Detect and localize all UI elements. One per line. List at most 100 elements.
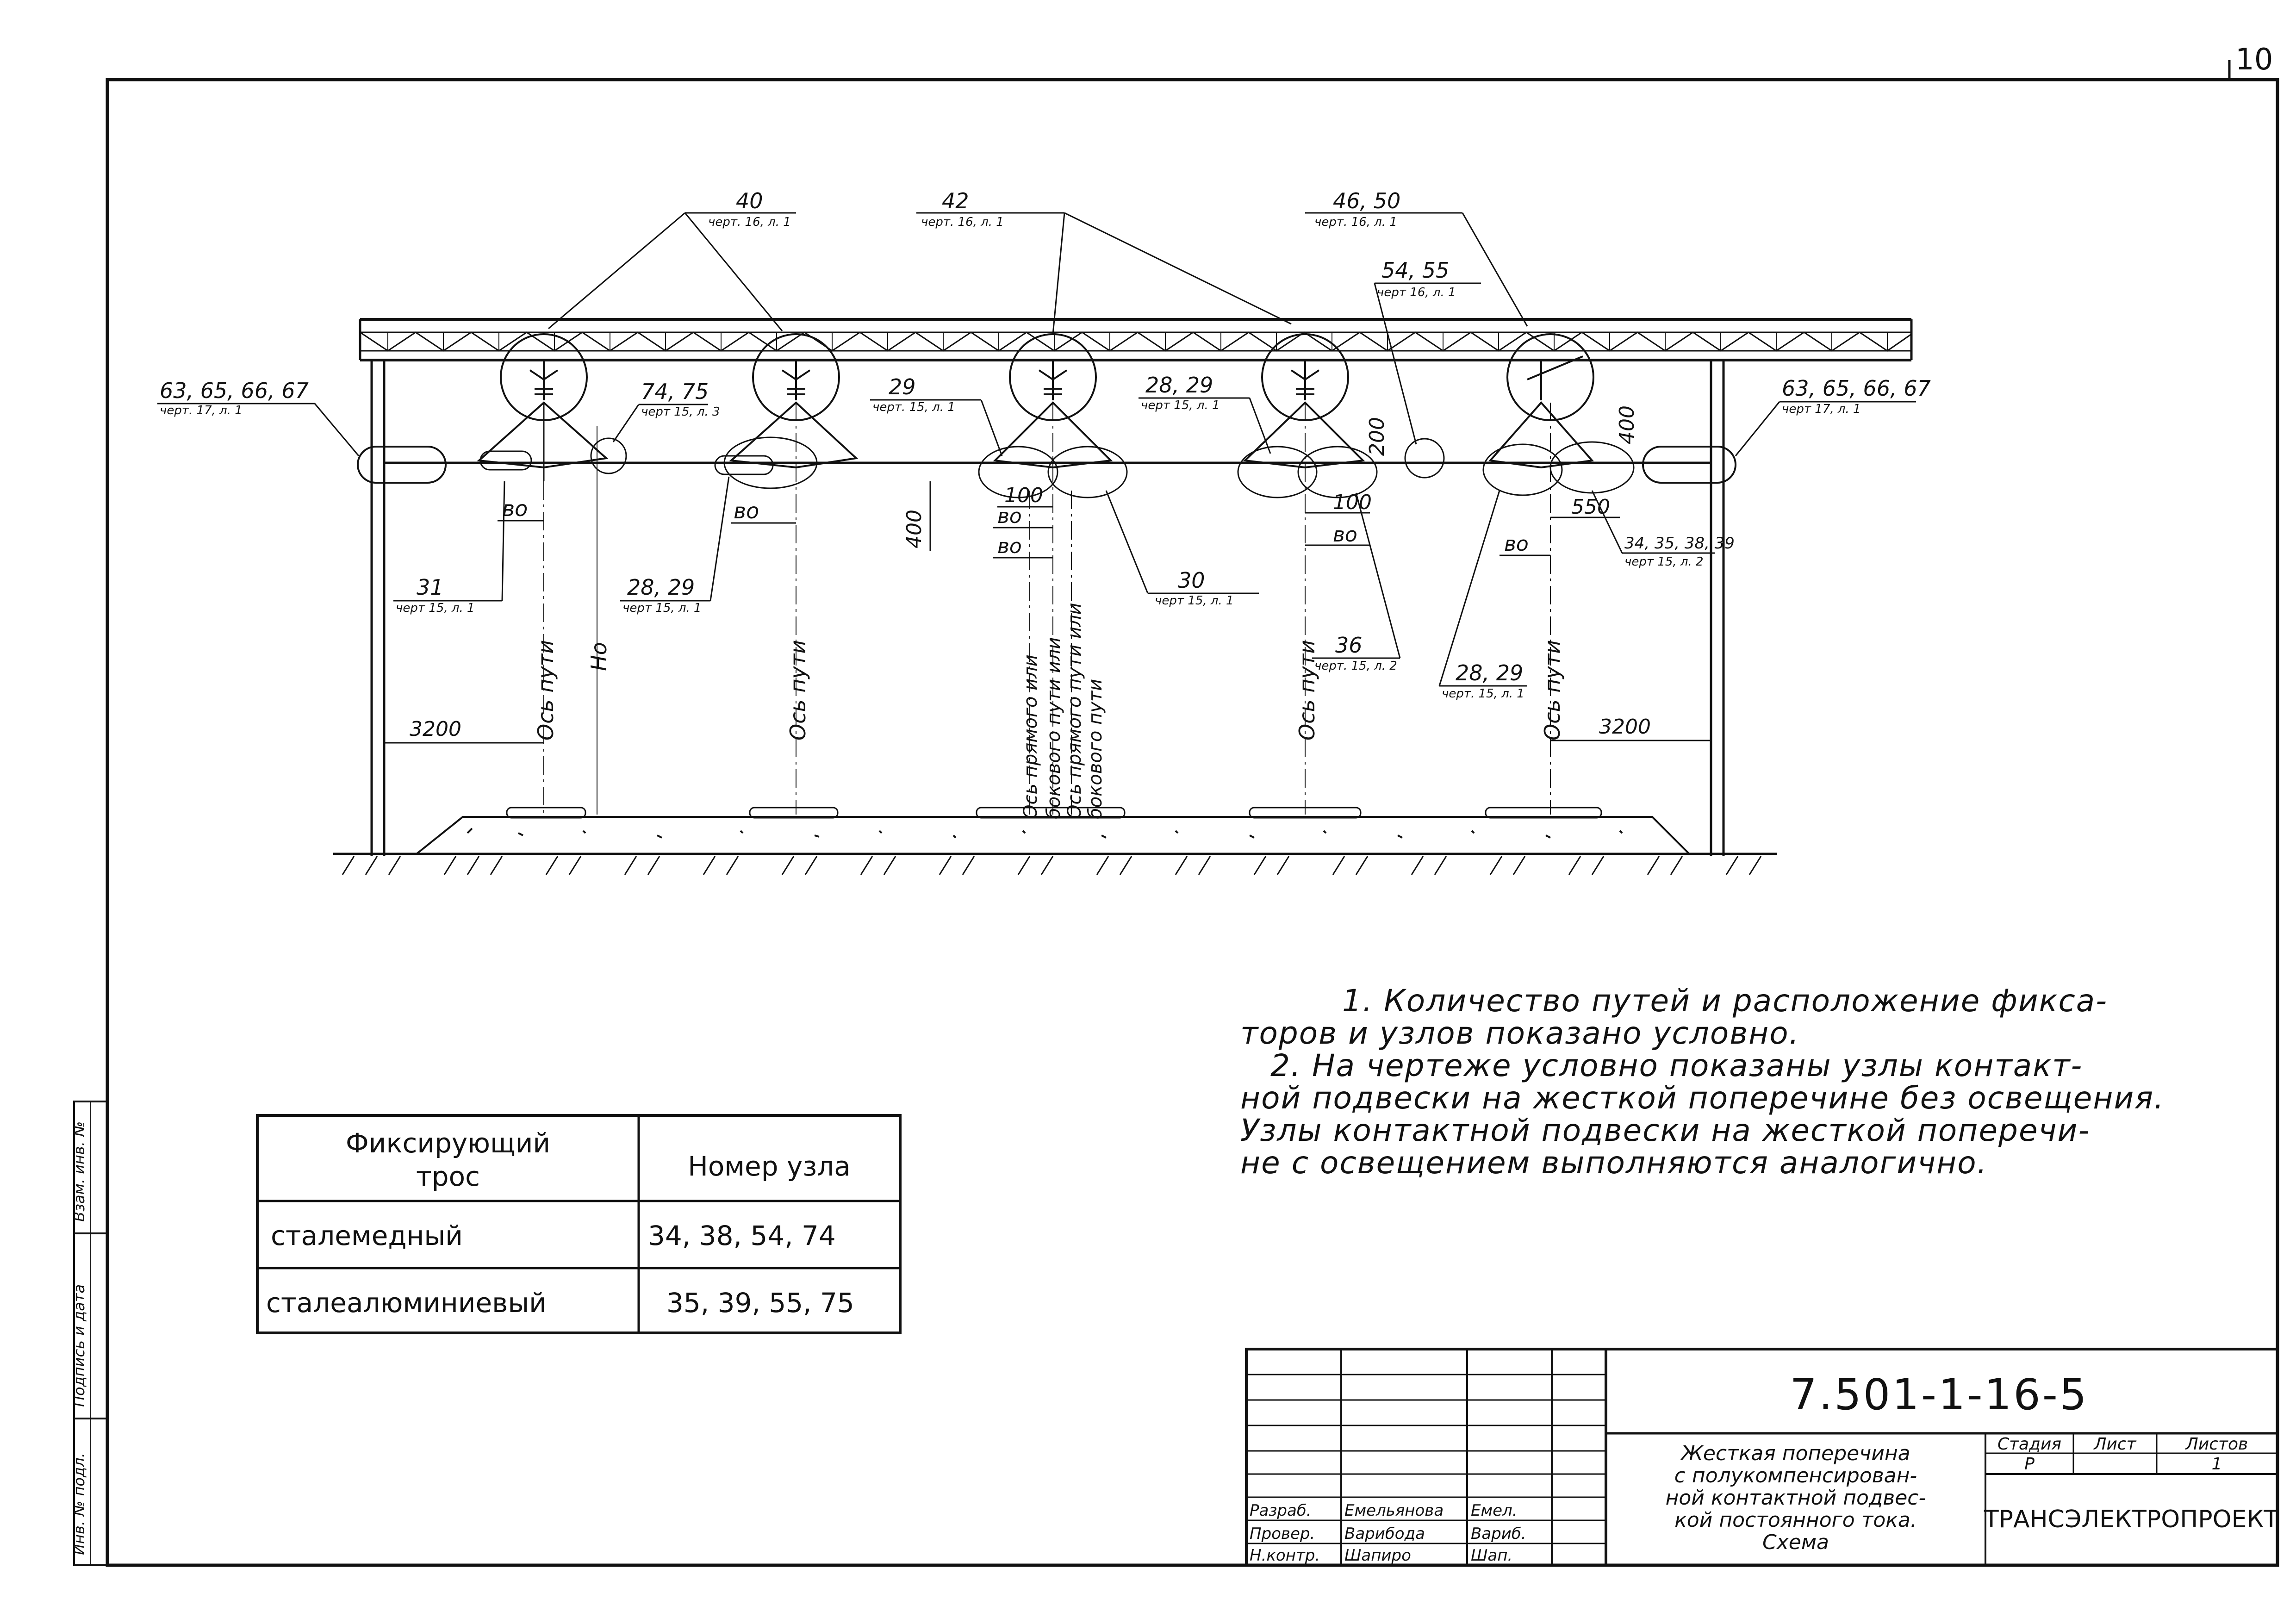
dim-b0-1: во xyxy=(502,496,528,521)
dim-b0-4: во xyxy=(997,535,1022,558)
role-checker: Провер. xyxy=(1250,1524,1315,1543)
dim-3200-left: 3200 xyxy=(410,717,461,741)
doc-title-3: ной контактной подвес- xyxy=(1666,1486,1926,1510)
callouts-bottom: 31 черт 15, л. 1 28, 29 черт 15, л. 1 30… xyxy=(393,476,1735,701)
dim-b0-5: во xyxy=(1333,523,1357,547)
callout-29: 29 xyxy=(889,374,916,399)
callouts-top: 40 черт. 16, л. 1 42 черт. 16, л. 1 46, … xyxy=(548,188,1528,445)
callout-54-55-ref: черт 16, л. 1 xyxy=(1377,286,1456,299)
callout-34-39: 34, 35, 38, 39 xyxy=(1624,534,1735,553)
sheets-label: Листов xyxy=(2185,1435,2248,1454)
dim-200: 200 xyxy=(1365,417,1389,456)
callout-36-ref: черт. 15, л. 2 xyxy=(1314,659,1397,673)
callout-28-29-a-ref: черт 15, л. 1 xyxy=(1141,398,1220,412)
callout-63-right: 63, 65, 66, 67 xyxy=(1782,376,1931,401)
dim-100-a: 100 xyxy=(1004,484,1043,507)
sign-developer: Емел. xyxy=(1471,1501,1518,1520)
doc-title-4: кой постоянного тока. xyxy=(1674,1508,1917,1532)
table-header-cable-1: Фиксирующий xyxy=(346,1127,550,1159)
callout-63-left: 63, 65, 66, 67 xyxy=(160,378,309,403)
node-group-1 xyxy=(477,333,609,815)
stamp-sign-label: Подпись и дата xyxy=(70,1284,88,1407)
stamp-replace-label: Взам. инв. № xyxy=(70,1121,88,1222)
node-group-2 xyxy=(714,333,859,815)
callout-40: 40 xyxy=(736,188,763,213)
axis-track-1: Ось пути xyxy=(533,640,558,740)
stamp-inv-label: Инв. № подл. xyxy=(70,1453,88,1555)
dim-400-left: 400 xyxy=(902,510,926,548)
note-line-2: торов и узлов показано условно. xyxy=(1240,1015,1800,1051)
doc-title-1: Жесткая поперечина xyxy=(1680,1442,1910,1465)
note-line-5: Узлы контактной подвески на жесткой попе… xyxy=(1240,1113,2090,1148)
callout-74-75: 74, 75 xyxy=(641,379,709,404)
axis-side-1: бокового пути или xyxy=(1043,637,1064,819)
left-anchor-node xyxy=(357,426,627,815)
role-developer: Разраб. xyxy=(1250,1501,1312,1520)
callout-74-75-ref: черт 15, л. 3 xyxy=(641,405,720,419)
callout-30: 30 xyxy=(1178,568,1205,593)
axis-straight-2: Ось прямого пути или xyxy=(1064,603,1085,819)
note-line-3: 2. На чертеже условно показаны узлы конт… xyxy=(1270,1048,2083,1083)
node-group-5 xyxy=(1482,333,1736,815)
sheet-number: 10 xyxy=(2235,43,2273,77)
organization: ТРАНСЭЛЕКТРОПРОЕКТ xyxy=(1984,1506,2279,1533)
callout-63-left-ref: черт. 17, л. 1 xyxy=(160,404,243,417)
callout-40-ref: черт. 16, л. 1 xyxy=(708,215,791,229)
node-group-4 xyxy=(1237,333,1445,815)
callout-28-29-a: 28, 29 xyxy=(1145,373,1213,398)
cable-table: Фиксирующий трос Номер узла сталемедный … xyxy=(256,1114,902,1334)
callout-31-ref: черт 15, л. 1 xyxy=(396,601,475,615)
sign-checker: Вариб. xyxy=(1471,1524,1526,1543)
track-bed xyxy=(333,807,1777,875)
doc-code: 7.501-1-16-5 xyxy=(1790,1370,2088,1419)
axis-ho: Но xyxy=(586,642,611,671)
table-row-2-type: сталеалюминиевый xyxy=(266,1287,547,1319)
dim-b0-2: во xyxy=(734,498,759,523)
side-stamp: Инв. № подл. Подпись и дата Взам. инв. № xyxy=(70,1101,108,1566)
callout-31: 31 xyxy=(417,575,444,600)
note-line-4: ной подвески на жесткой поперечине без о… xyxy=(1240,1080,2165,1116)
callouts-side: 63, 65, 66, 67 черт. 17, л. 1 74, 75 чер… xyxy=(157,373,1931,456)
table-header-cable-2: трос xyxy=(416,1161,480,1192)
axis-straight-1: Ось прямого или xyxy=(1020,654,1041,819)
left-pole xyxy=(367,359,389,856)
role-normcontrol: Н.контр. xyxy=(1250,1546,1320,1565)
doc-title-5: Схема xyxy=(1762,1531,1829,1554)
callout-34-39-ref: черт 15, л. 2 xyxy=(1624,555,1704,569)
dim-550: 550 xyxy=(1571,495,1610,519)
dim-b0-6: во xyxy=(1504,532,1529,556)
callout-28-29-b-ref: черт 15, л. 1 xyxy=(622,601,702,615)
drawing-frame xyxy=(106,78,2279,1567)
callout-28-29-b: 28, 29 xyxy=(627,575,695,600)
callout-30-ref: черт 15, л. 1 xyxy=(1155,594,1234,608)
note-line-1: 1. Количество путей и расположение фикса… xyxy=(1342,983,2108,1019)
callout-28-29-c: 28, 29 xyxy=(1456,660,1523,685)
stage-value: Р xyxy=(2024,1455,2035,1474)
axis-track-4: Ось пути xyxy=(1540,640,1565,740)
callout-46-50-ref: черт. 16, л. 1 xyxy=(1314,215,1397,229)
node-group-3 xyxy=(978,333,1128,815)
axis-track-3: Ось пути xyxy=(1294,640,1319,740)
dim-3200-right: 3200 xyxy=(1599,715,1651,739)
callout-28-29-c-ref: черт. 15, л. 1 xyxy=(1442,687,1524,701)
doc-title-2: с полукомпенсирован- xyxy=(1674,1464,1917,1487)
note-line-6: не с освещением выполняются аналогично. xyxy=(1240,1145,1988,1181)
callout-36: 36 xyxy=(1335,633,1363,658)
axis-labels: Ось пути Но Ось пути Ось прямого или бок… xyxy=(533,603,1565,819)
sheets-value: 1 xyxy=(2212,1455,2222,1474)
callout-63-right-ref: черт 17, л. 1 xyxy=(1782,402,1861,416)
stage-label: Стадия xyxy=(1997,1435,2061,1454)
callout-54-55: 54, 55 xyxy=(1381,258,1449,283)
right-pole xyxy=(1707,359,1728,856)
title-block: 7.501-1-16-5 Жесткая поперечина с полуко… xyxy=(1245,1348,2279,1567)
callout-42-ref: черт. 16, л. 1 xyxy=(921,215,1004,229)
callout-29-ref: черт. 15, л. 1 xyxy=(872,400,955,414)
name-normcontrol: Шапиро xyxy=(1344,1546,1411,1565)
callout-42: 42 xyxy=(942,188,969,213)
dim-b0-3: во xyxy=(997,504,1022,528)
callout-46-50: 46, 50 xyxy=(1333,188,1400,213)
table-row-1-type: сталемедный xyxy=(271,1220,463,1251)
dimensions: во во 400 100 во во 200 100 во 400 550 в… xyxy=(384,405,1711,744)
table-row-1-nodes: 34, 38, 54, 74 xyxy=(648,1220,836,1251)
